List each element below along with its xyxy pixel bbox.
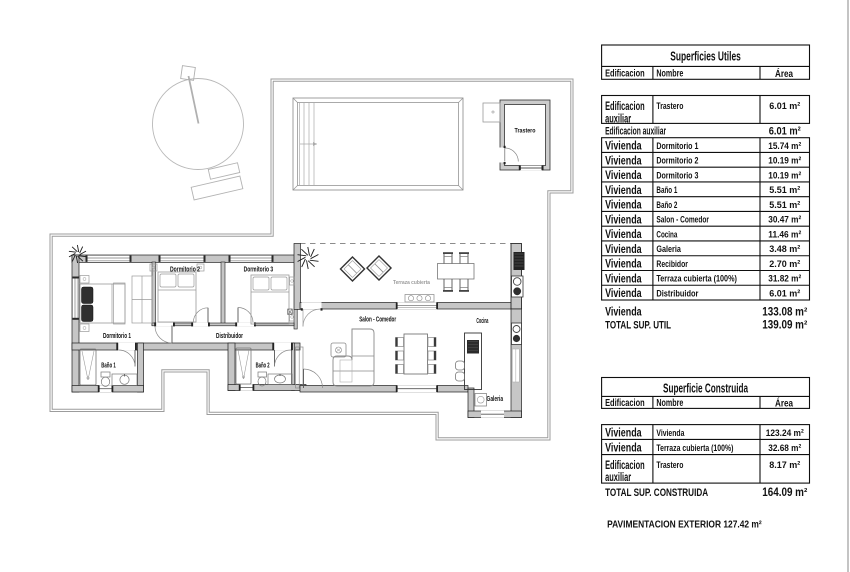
- svg-text:Vivienda: Vivienda: [605, 244, 642, 256]
- svg-text:32.68 m²: 32.68 m²: [768, 443, 801, 454]
- svg-text:Nombre: Nombre: [656, 397, 683, 409]
- svg-text:Dormitorio 3: Dormitorio 3: [656, 170, 698, 181]
- svg-text:Vivienda: Vivienda: [605, 428, 642, 440]
- svg-text:Superficie Construida: Superficie Construida: [663, 380, 748, 395]
- svg-text:139.09 m²: 139.09 m²: [762, 319, 807, 331]
- svg-text:Recibidor: Recibidor: [656, 259, 688, 270]
- svg-text:15.74 m²: 15.74 m²: [768, 141, 801, 152]
- svg-text:6.01 m²: 6.01 m²: [769, 101, 800, 112]
- svg-text:Distribuidor: Distribuidor: [216, 333, 243, 340]
- svg-text:Trastero: Trastero: [656, 460, 683, 471]
- svg-text:Vivienda: Vivienda: [605, 443, 642, 455]
- svg-text:Baño 2: Baño 2: [256, 362, 270, 369]
- svg-text:Edificacion: Edificacion: [605, 460, 645, 472]
- svg-text:Área: Área: [775, 396, 793, 409]
- svg-text:Vivienda: Vivienda: [605, 155, 642, 167]
- svg-text:Cocina: Cocina: [476, 318, 488, 325]
- svg-text:Vivienda: Vivienda: [605, 214, 642, 226]
- svg-text:6.01 m²: 6.01 m²: [769, 125, 801, 137]
- svg-text:Dormitorio 1: Dormitorio 1: [103, 333, 131, 340]
- svg-text:Vivienda: Vivienda: [605, 306, 642, 318]
- svg-text:5.51 m²: 5.51 m²: [769, 185, 800, 196]
- svg-text:Edificacion: Edificacion: [605, 68, 645, 80]
- svg-text:Vivienda: Vivienda: [605, 200, 642, 212]
- svg-text:10.19 m²: 10.19 m²: [768, 156, 801, 167]
- svg-text:164.09 m²: 164.09 m²: [762, 487, 807, 499]
- svg-text:auxiliar: auxiliar: [605, 472, 631, 484]
- svg-text:11.46 m²: 11.46 m²: [768, 229, 801, 240]
- svg-text:30.47 m²: 30.47 m²: [768, 215, 801, 226]
- svg-text:Superficies Utiles: Superficies Utiles: [670, 48, 741, 63]
- svg-text:PAVIMENTACION EXTERIOR 127.42: PAVIMENTACION EXTERIOR 127.42 m²: [607, 518, 762, 530]
- svg-text:TOTAL SUP. CONSTRUIDA: TOTAL SUP. CONSTRUIDA: [605, 487, 708, 499]
- svg-text:Vivienda: Vivienda: [605, 141, 642, 153]
- svg-text:Vivienda: Vivienda: [605, 229, 642, 241]
- svg-text:10.19 m²: 10.19 m²: [768, 170, 801, 181]
- svg-text:Área: Área: [775, 67, 793, 80]
- svg-text:Dormitorio 1: Dormitorio 1: [656, 141, 699, 152]
- svg-text:Baño 1: Baño 1: [101, 362, 116, 369]
- svg-text:Vivienda: Vivienda: [605, 259, 642, 271]
- svg-text:31.82 m²: 31.82 m²: [768, 274, 801, 285]
- svg-text:Dormitorio 3: Dormitorio 3: [244, 267, 274, 274]
- svg-text:Galeria: Galeria: [487, 396, 504, 403]
- svg-text:Distribuidor: Distribuidor: [656, 288, 698, 299]
- svg-text:Dormitorio 2: Dormitorio 2: [170, 267, 200, 274]
- svg-text:Vivienda: Vivienda: [605, 185, 642, 197]
- svg-text:Edificacion auxiliar: Edificacion auxiliar: [605, 125, 666, 137]
- svg-text:Salon - Comedor: Salon - Comedor: [359, 317, 396, 324]
- svg-text:5.51 m²: 5.51 m²: [769, 200, 800, 211]
- svg-text:Vivienda: Vivienda: [656, 428, 685, 439]
- svg-text:Vivienda: Vivienda: [605, 273, 642, 285]
- svg-text:Terraza cubierta (100%): Terraza cubierta (100%): [656, 274, 737, 285]
- svg-text:Nombre: Nombre: [656, 68, 683, 80]
- svg-text:Edificacion: Edificacion: [605, 397, 645, 409]
- svg-text:Trastero: Trastero: [656, 101, 683, 112]
- svg-text:2.70 m²: 2.70 m²: [769, 259, 800, 270]
- svg-text:8.17 m²: 8.17 m²: [769, 460, 800, 471]
- svg-text:Terraza cubierta: Terraza cubierta: [393, 280, 430, 286]
- svg-text:3.48 m²: 3.48 m²: [769, 244, 800, 255]
- svg-text:auxiliar: auxiliar: [605, 114, 631, 126]
- svg-text:Cocina: Cocina: [656, 229, 677, 240]
- svg-text:123.24 m²: 123.24 m²: [766, 428, 804, 439]
- svg-text:Baño 2: Baño 2: [656, 200, 677, 211]
- svg-text:Vivienda: Vivienda: [605, 170, 642, 182]
- svg-text:Salon - Comedor: Salon - Comedor: [656, 215, 709, 226]
- svg-text:133.08 m²: 133.08 m²: [762, 306, 807, 318]
- svg-text:TOTAL SUP. UTIL: TOTAL SUP. UTIL: [605, 319, 671, 331]
- svg-text:6.01 m²: 6.01 m²: [769, 288, 800, 299]
- svg-text:Trastero: Trastero: [515, 128, 536, 135]
- svg-text:Terraza cubierta (100%): Terraza cubierta (100%): [656, 443, 733, 454]
- svg-text:Edificacion: Edificacion: [605, 101, 645, 113]
- svg-text:Dormitorio 2: Dormitorio 2: [656, 156, 698, 167]
- svg-text:Vivienda: Vivienda: [605, 288, 642, 300]
- svg-text:Baño 1: Baño 1: [656, 185, 677, 196]
- svg-text:Galeria: Galeria: [656, 244, 681, 255]
